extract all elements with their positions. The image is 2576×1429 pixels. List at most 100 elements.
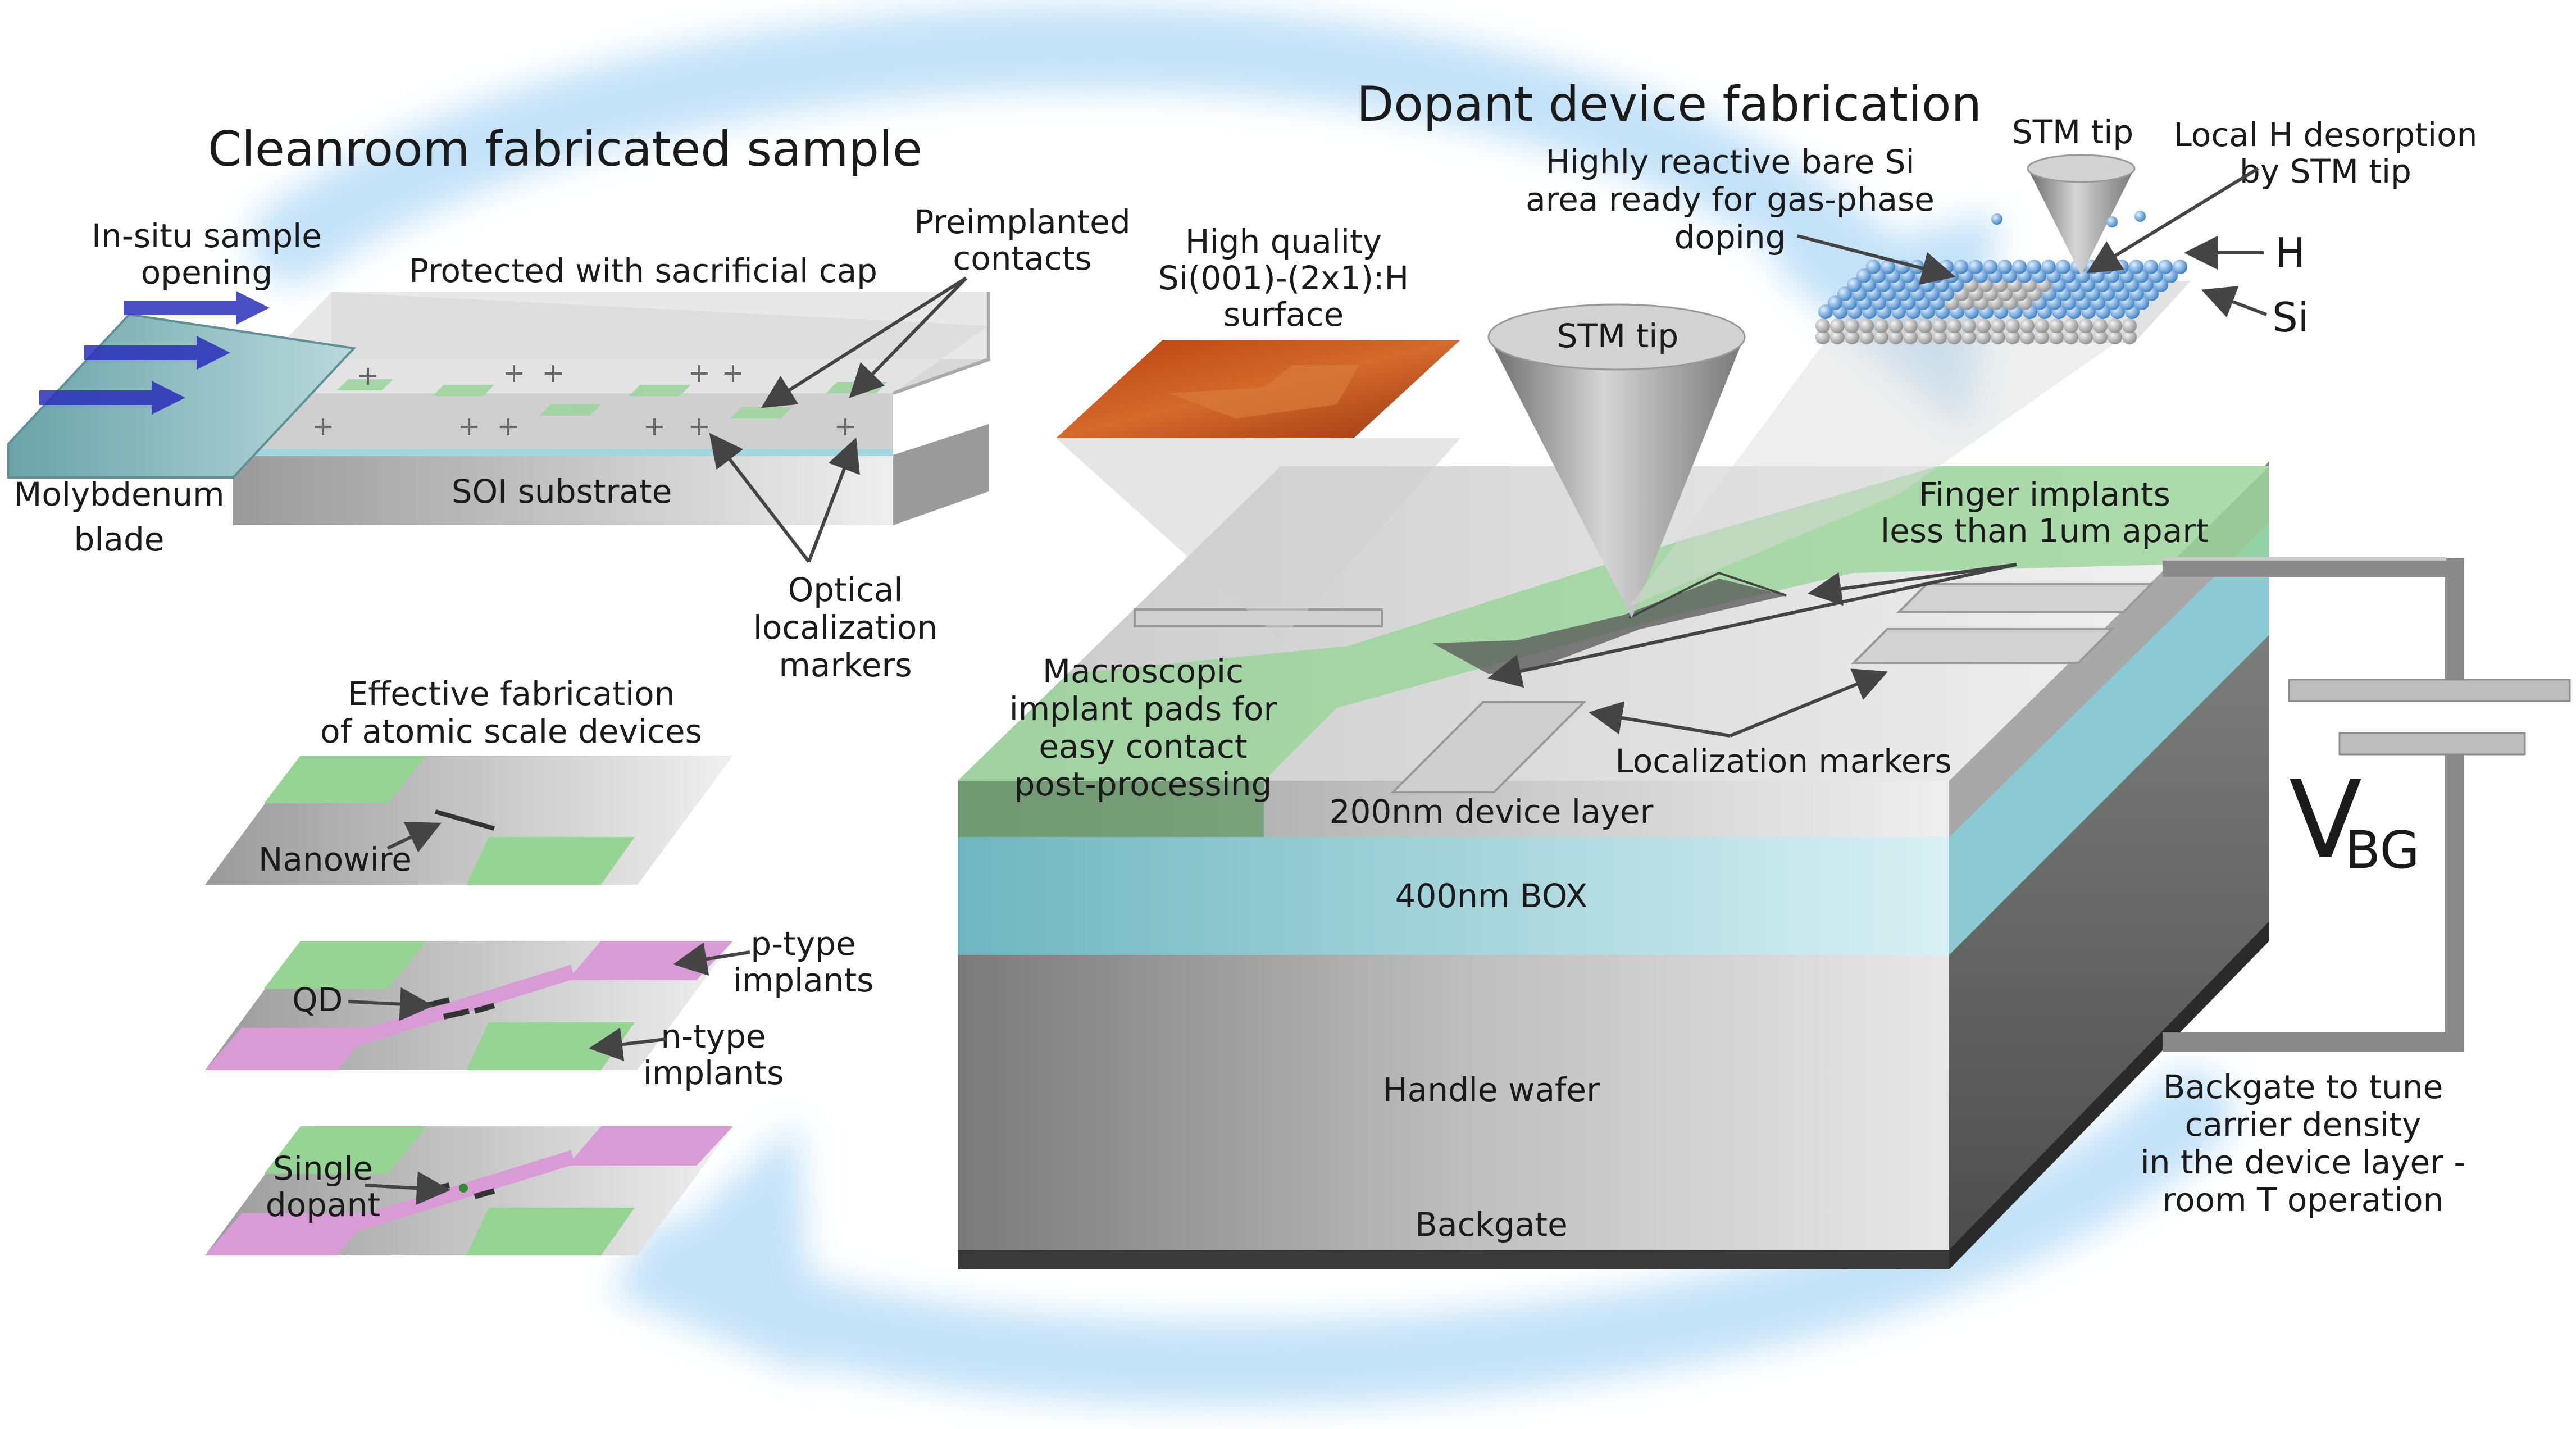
backgate-label: Backgate (1415, 1205, 1568, 1244)
si-atom (2093, 318, 2108, 333)
reactive-label: Highly reactive bare Si (1545, 143, 1914, 181)
block-side-box (1949, 522, 2269, 955)
marker-pit (1390, 701, 1587, 793)
si-atom (1947, 318, 1961, 333)
si-atom (2020, 318, 2035, 333)
pointer-line (673, 942, 750, 976)
stm-surface-image: High quality Si(001)-(2x1):H surface (1056, 222, 1460, 640)
desorption-label-2: by STM tip (2240, 152, 2411, 190)
soi-sample: In-situ sample opening Protected with sa… (7, 203, 1131, 684)
si-atom (2078, 318, 2093, 333)
protected-label: Protected with sacrificial cap (409, 252, 877, 290)
si-atom (2049, 318, 2064, 333)
in-situ-label: In-situ sample (92, 217, 322, 255)
marker-pit (1851, 628, 2115, 664)
h-atom (1881, 260, 1895, 274)
macro-label-4: post-processing (1014, 765, 1272, 803)
desorption-label: Local H desorption (2174, 116, 2478, 154)
circuit-wire (2163, 558, 2464, 691)
handle-label: Handle wafer (1383, 1071, 1600, 1109)
si-atom (2078, 330, 2093, 344)
preimplanted-label: Preimplanted (914, 203, 1130, 241)
single-dopant-device: Single dopant (205, 1126, 733, 1255)
tip-cone (1489, 337, 1744, 618)
contact-pad (433, 385, 494, 396)
si-atom (1903, 330, 1918, 344)
desorbed-h-icon (1991, 213, 2002, 225)
si-atom (1845, 330, 1859, 344)
qd-device: QD p-type implants n-type implants (205, 925, 873, 1092)
si-atom (1918, 318, 1932, 333)
si-atom (1932, 330, 1947, 344)
h-atom (2056, 260, 2070, 274)
h-atom (2114, 260, 2129, 274)
si-atom (2005, 330, 2020, 344)
backgate-side (1949, 921, 2269, 1269)
si-atom (2035, 330, 2049, 344)
si-atom (1888, 330, 1903, 344)
pointer-line (1487, 563, 2017, 688)
si-atom (2005, 318, 2020, 333)
box-stripe (233, 449, 893, 456)
backgate-note: Backgate to tune (2163, 1068, 2443, 1106)
marker-cross (691, 365, 708, 382)
si-atom (2108, 318, 2122, 333)
soi-label: SOI substrate (452, 472, 672, 511)
si-atom (1976, 330, 1991, 344)
upper-cycle-arc (250, 6, 1952, 357)
si-atom (1947, 330, 1961, 344)
si-atom (1888, 318, 1903, 333)
nanowire-device: Nanowire (205, 756, 733, 885)
contact-pad (539, 404, 601, 416)
h-atom (2129, 260, 2143, 274)
stm-tip-label: STM tip (1557, 317, 1678, 355)
h-atom (1997, 260, 2012, 274)
marker-cross (646, 418, 663, 435)
si-atom (1976, 318, 1991, 333)
optical-label-3: markers (779, 646, 912, 684)
pointer-line (849, 276, 968, 398)
marker-cross (506, 365, 522, 382)
cleanroom-heading: Cleanroom fabricated sample (208, 121, 922, 178)
dopant-heading: Dopant device fabrication (1357, 76, 1982, 133)
h-atom (1856, 268, 1871, 283)
zoom-projection (1629, 326, 2140, 607)
n-implant-pad (264, 941, 427, 989)
h-atom (2041, 260, 2056, 274)
si-atom (1830, 330, 1845, 344)
backgate-circuit: V BG (2163, 557, 2571, 1052)
h-atom (1837, 286, 1852, 301)
stm-pointers (1797, 167, 2268, 318)
pointer-line (365, 1171, 450, 1205)
n-implant-pad (466, 837, 635, 885)
blade-arrow-icon (124, 291, 270, 325)
h-atom (1828, 295, 1842, 310)
blade-arrow-icon (39, 381, 185, 415)
pointer-line (348, 987, 434, 1021)
h-atom (2143, 260, 2158, 274)
n-type-label: n-type (661, 1017, 766, 1055)
pointer-line (1797, 234, 1956, 285)
in-situ-label-2: opening (141, 253, 272, 292)
pointer-line (1729, 668, 1888, 738)
surface-label-3: surface (1223, 295, 1344, 334)
h-atom (2012, 260, 2027, 274)
n-implant-pad (466, 1208, 635, 1255)
surface-label-2: Si(001)-(2x1):H (1158, 259, 1409, 297)
si-atom (2122, 330, 2137, 344)
marker-cross (545, 365, 562, 382)
nanowire-line (434, 809, 495, 831)
devices-title: Effective fabrication (348, 675, 675, 713)
blade-arrows (39, 291, 270, 415)
p-implant-pad (567, 1126, 733, 1166)
main-stm-tip: STM tip (1487, 303, 1746, 618)
small-stm-tip-label: STM tip (2012, 113, 2133, 151)
si-atom (1932, 318, 1947, 333)
marker-cross (461, 418, 477, 435)
device-pattern (1432, 579, 1786, 674)
substrate-band (233, 393, 893, 455)
pointer-line (709, 433, 811, 563)
h-label: H (2275, 229, 2305, 276)
si-atom (1859, 330, 1874, 344)
